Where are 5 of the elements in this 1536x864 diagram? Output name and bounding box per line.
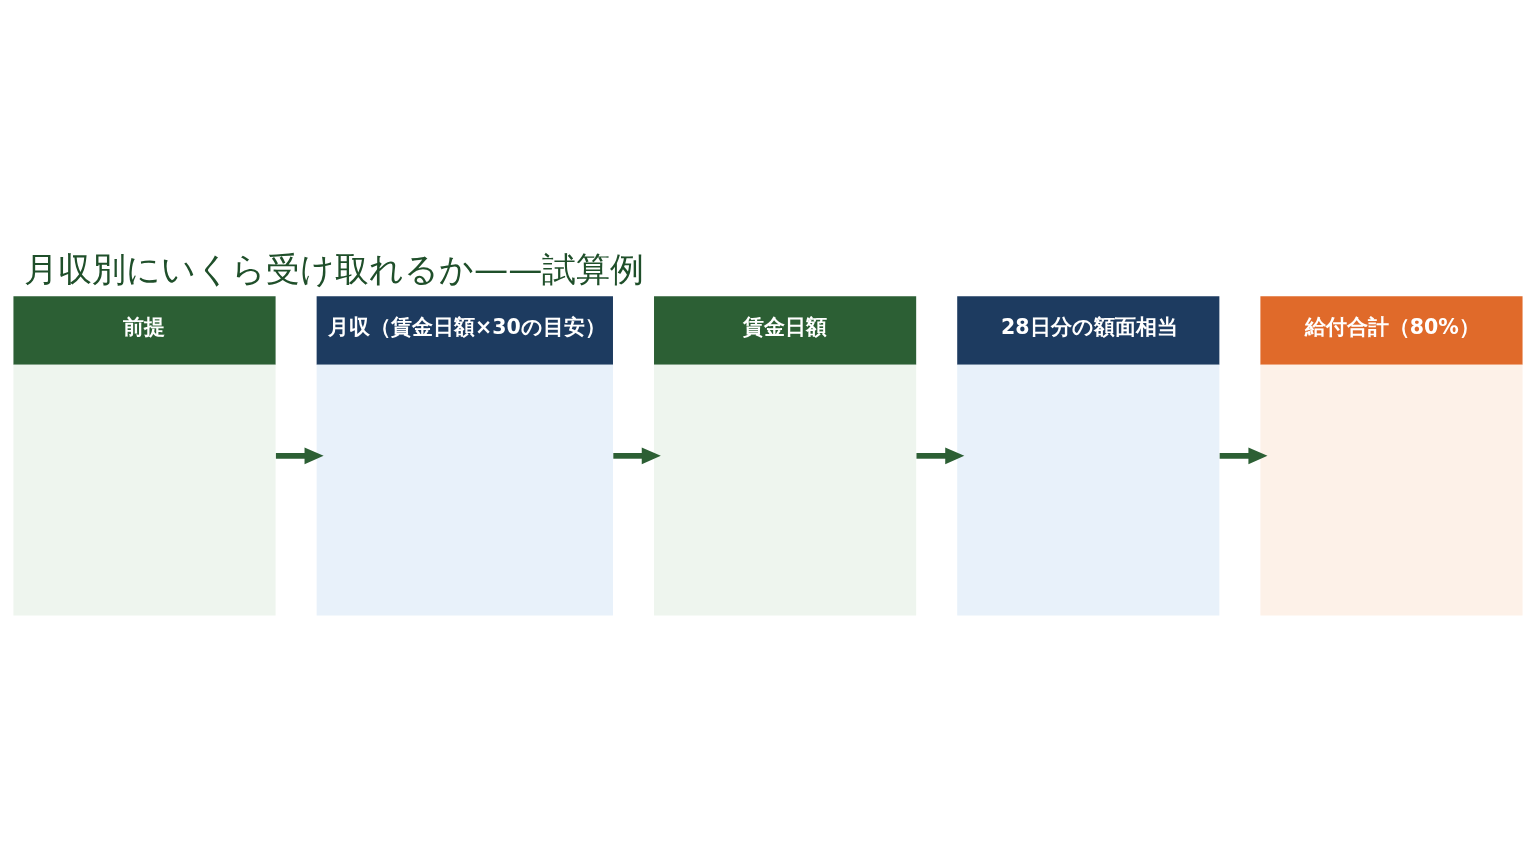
- diagram-title: 月収別にいくら受け取れるか——試算例: [24, 248, 645, 289]
- arrow: [916, 447, 965, 464]
- arrow: [1219, 447, 1268, 464]
- arrow: [613, 447, 661, 464]
- arrow: [275, 447, 324, 464]
